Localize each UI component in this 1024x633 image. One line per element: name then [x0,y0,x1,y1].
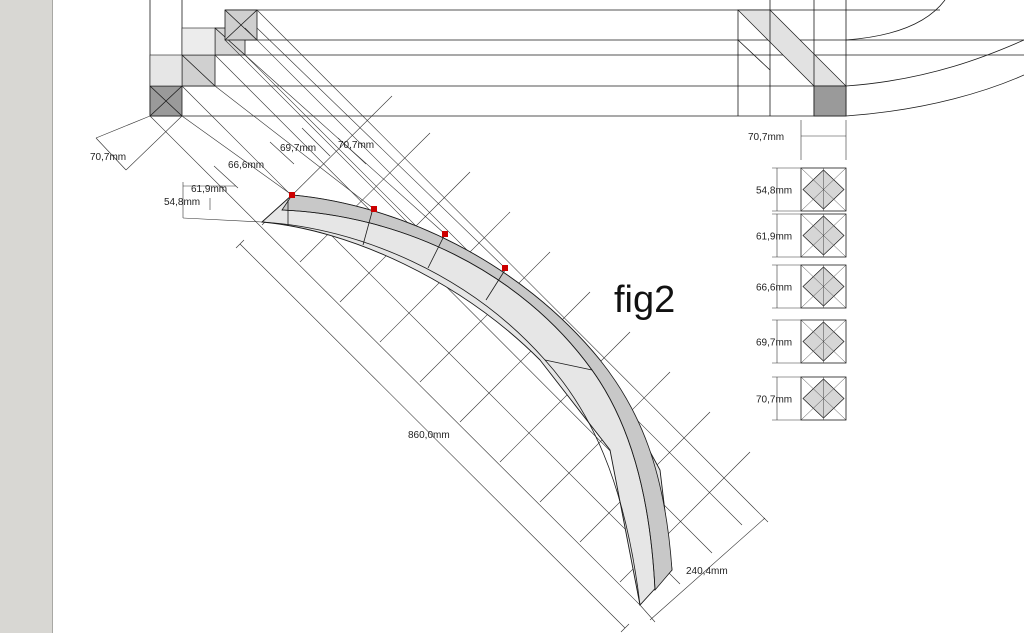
dim-label-width: 240,4mm [686,566,728,577]
section-label: 61,9mm [756,232,792,243]
section-item: 54,8mm [756,167,847,212]
dim-label: 70,7mm [338,140,374,151]
section-header-label: 70,7mm [748,132,784,143]
figure-label: fig2 [614,279,675,321]
section-item: 61,9mm [756,213,847,258]
control-point [502,265,508,271]
dim-label-length: 860,0mm [408,430,450,441]
section-label: 69,7mm [756,338,792,349]
control-point [442,231,448,237]
dim-label: 69,7mm [280,143,316,154]
dim-label: 61,9mm [191,184,227,195]
section-item: 70,7mm [756,376,847,421]
curved-stringer [260,194,673,606]
section-panel: 70,7mm [748,120,847,160]
left-toolbar-panel [0,0,53,633]
section-list: 54,8mm 61,9mm 66,6mm 69,7mm 70,7mm [756,167,847,421]
dim-label: 66,6mm [228,160,264,171]
dimension-labels: 70,7mm 66,6mm 69,7mm 70,7mm 61,9mm 54,8m… [90,140,728,577]
dimension-lines [95,115,769,633]
section-item: 66,6mm [756,264,847,309]
dim-label: 70,7mm [90,152,126,163]
control-point [371,206,377,212]
dim-label: 54,8mm [164,197,200,208]
section-label: 54,8mm [756,186,792,197]
section-item: 69,7mm [756,319,847,364]
section-label: 70,7mm [756,395,792,406]
control-points [289,192,508,271]
section-label: 66,6mm [756,283,792,294]
plan-view [149,0,1024,117]
control-point [289,192,295,198]
